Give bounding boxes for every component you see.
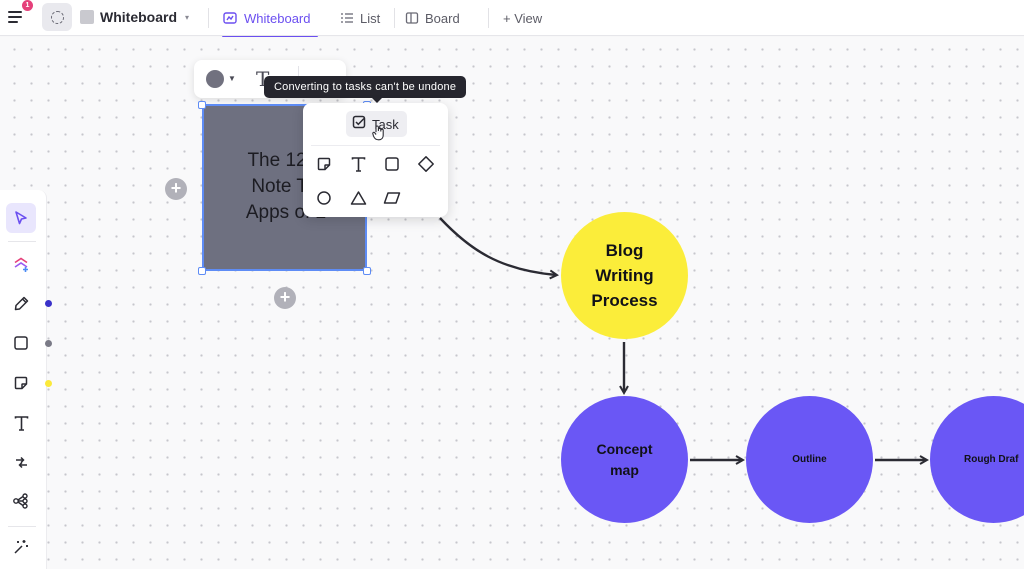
space-icon-button[interactable] — [42, 3, 72, 31]
color-swatch-button[interactable] — [206, 70, 224, 88]
magic-tool[interactable] — [6, 532, 36, 562]
pen-tool[interactable] — [6, 288, 36, 318]
chevron-down-icon: ▾ — [185, 12, 190, 22]
tab-list[interactable]: List — [340, 0, 380, 36]
resize-handle[interactable] — [363, 267, 371, 275]
select-tool[interactable] — [6, 203, 36, 233]
text-icon[interactable] — [347, 153, 369, 175]
tab-label: List — [360, 10, 381, 26]
chevron-down-icon[interactable]: ▼ — [228, 74, 236, 83]
cursor-icon — [15, 211, 27, 225]
add-view-label: + View — [503, 10, 543, 26]
notification-badge: 1 — [22, 0, 33, 11]
doc-title: Whiteboard — [100, 9, 177, 25]
text-icon — [14, 415, 28, 431]
dashed-circle-icon — [50, 10, 64, 24]
node-line: Concept — [596, 440, 653, 457]
square-icon[interactable] — [381, 153, 403, 175]
sticky-note-icon — [14, 376, 28, 390]
board-icon — [405, 11, 419, 25]
node-label: Rough Draf — [964, 454, 1019, 465]
tab-label: Board — [425, 10, 460, 26]
ai-sparkle-icon — [14, 257, 28, 272]
node-outline[interactable]: Outline — [746, 396, 873, 523]
checkbox-icon — [352, 115, 367, 133]
text-tool[interactable] — [6, 408, 36, 438]
mindmap-tool[interactable] — [6, 486, 36, 516]
divider — [311, 145, 440, 146]
sticky-color-dot — [45, 380, 52, 387]
connector-tool[interactable] — [6, 447, 36, 477]
divider — [488, 8, 489, 28]
add-node-bottom-button[interactable]: + — [274, 287, 296, 309]
menu-icon[interactable] — [8, 8, 28, 26]
doc-title-dropdown[interactable]: Whiteboard ▾ — [80, 9, 189, 25]
ai-tool[interactable] — [6, 250, 36, 280]
node-line: Blog — [605, 241, 644, 260]
node-blog-writing-process[interactable]: Blog Writing Process — [561, 212, 688, 339]
doc-square-icon — [80, 10, 94, 24]
tool-rail — [0, 190, 52, 569]
top-bar: 1 Whiteboard ▾ Whiteboard List — [0, 0, 1024, 38]
divider — [8, 241, 36, 242]
divider — [8, 526, 36, 527]
triangle-icon[interactable] — [347, 187, 369, 209]
sticky-note-icon[interactable] — [313, 153, 335, 175]
connector-icon — [15, 456, 27, 468]
node-label: Outline — [792, 454, 827, 465]
parallelogram-icon[interactable] — [381, 187, 403, 209]
add-view-button[interactable]: + View — [503, 0, 542, 36]
tab-label: Whiteboard — [244, 10, 311, 26]
circle-icon[interactable] — [313, 187, 335, 209]
pen-color-dot — [45, 300, 52, 307]
convert-to-menu: Task — [303, 103, 448, 217]
node-line: Writing — [595, 266, 654, 285]
node-concept-map[interactable]: Concept map — [561, 396, 688, 523]
square-icon — [14, 336, 28, 350]
sticky-tool[interactable] — [6, 368, 36, 398]
list-icon — [340, 11, 354, 25]
resize-handle[interactable] — [198, 267, 206, 275]
node-line: Process — [591, 291, 658, 310]
hand-cursor-icon — [372, 125, 384, 141]
divider — [208, 8, 209, 28]
shape-color-dot — [45, 340, 52, 347]
convert-warning-tooltip: Converting to tasks can't be undone — [264, 76, 467, 103]
whiteboard-canvas[interactable] — [0, 37, 1024, 569]
mindmap-icon — [13, 493, 28, 509]
magic-wand-icon — [14, 540, 28, 554]
add-node-left-button[interactable]: + — [165, 178, 187, 200]
node-rough-draft[interactable]: Rough Draf — [930, 396, 1024, 523]
resize-handle[interactable] — [198, 101, 206, 109]
pen-icon — [14, 296, 28, 310]
shape-tool[interactable] — [6, 328, 36, 358]
tab-whiteboard[interactable]: Whiteboard — [222, 0, 318, 38]
whiteboard-icon — [222, 10, 238, 26]
tab-board[interactable]: Board — [405, 0, 460, 36]
divider — [394, 8, 395, 28]
diamond-icon[interactable] — [415, 153, 437, 175]
node-line: map — [610, 461, 639, 478]
